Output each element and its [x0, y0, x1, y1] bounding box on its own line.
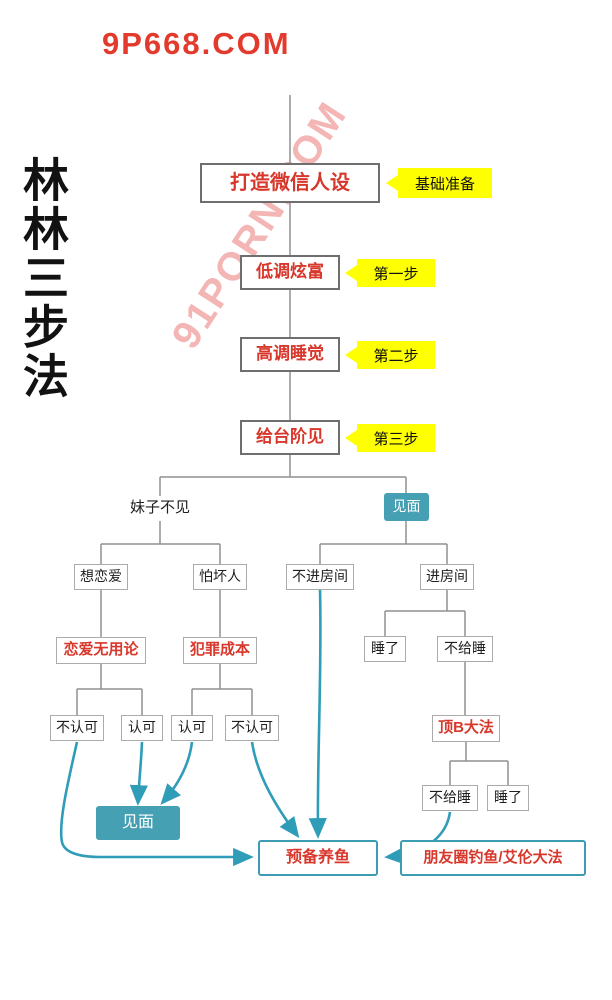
node-approve-right: 认可: [171, 715, 213, 741]
tag-step-one: 第一步: [357, 259, 435, 287]
node-moments-fishing-allen-method: 朋友圈钓鱼/艾伦大法: [400, 840, 586, 876]
arrow-disapprove-right-to-fish: [250, 741, 300, 839]
node-no-sleep: 不给睡: [437, 636, 493, 662]
node-slept-2: 睡了: [487, 785, 529, 811]
node-no-sleep-2: 不给睡: [422, 785, 478, 811]
node-disapprove-left: 不认可: [50, 715, 104, 741]
node-highkey-sleep: 高调睡觉: [240, 337, 340, 372]
arrow-disapprove-left-to-fish: [59, 741, 254, 867]
node-crime-cost: 犯罪成本: [183, 637, 257, 664]
node-love-useless-theory: 恋爱无用论: [56, 637, 146, 664]
node-approve-left: 认可: [121, 715, 163, 741]
node-meet-top: 见面: [384, 493, 429, 521]
arrow-approve-left-to-meet: [129, 741, 148, 806]
page-title: 林林三步法: [17, 156, 69, 401]
node-ding-b-method: 顶B大法: [432, 715, 500, 742]
node-give-steps-to-meet: 给台阶见: [240, 420, 340, 455]
node-girl-refuses-to-meet: 妹子不见: [129, 499, 190, 517]
watermark-top: 9P668.COM: [102, 26, 291, 61]
teal-arrows: [59, 589, 452, 867]
arrow-approve-right-to-meet: [160, 741, 194, 805]
node-no-enter-room: 不进房间: [286, 564, 354, 590]
tag-basic-preparation: 基础准备: [398, 168, 492, 198]
node-build-wechat-persona: 打造微信人设: [200, 163, 380, 203]
node-disapprove-right: 不认可: [225, 715, 279, 741]
node-slept: 睡了: [364, 636, 406, 662]
node-wants-love: 想恋爱: [74, 564, 128, 590]
node-fears-bad-people: 怕坏人: [193, 564, 247, 590]
tag-step-three: 第三步: [357, 424, 435, 452]
node-prepare-fish: 预备养鱼: [258, 840, 378, 876]
arrow-no-enter-room-to-fish: [308, 589, 327, 839]
node-lowkey-flaunt-wealth: 低调炫富: [240, 255, 340, 290]
tag-step-two: 第二步: [357, 341, 435, 369]
node-meet-bottom: 见面: [96, 806, 180, 840]
node-enter-room: 进房间: [420, 564, 474, 590]
gray-connectors: [76, 95, 509, 785]
